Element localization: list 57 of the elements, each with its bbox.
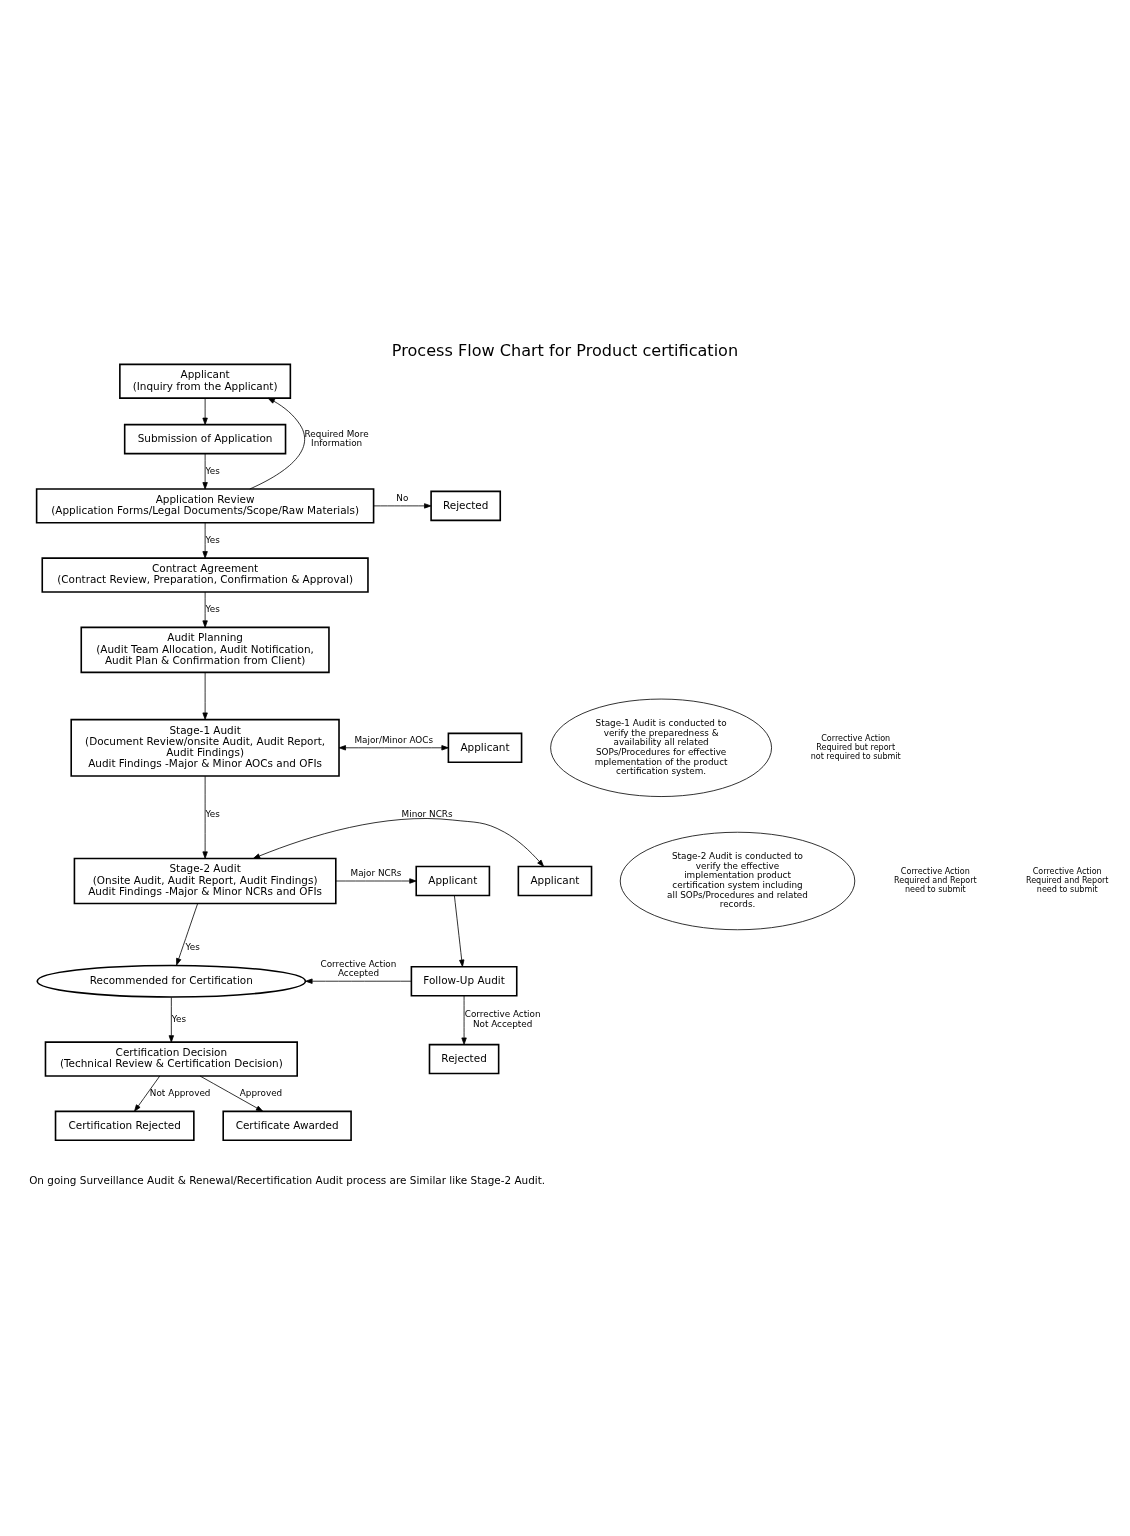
edge-label: Not Approved: [149, 1087, 211, 1098]
edge-label: Yes: [205, 465, 220, 476]
node-box: Contract Agreement (Contract Review, Preparation, Confirmation & Approval): [41, 557, 369, 593]
label: Corrective Action Required and Report need to submit: [894, 867, 977, 894]
arrow: [202, 672, 208, 720]
edge-label: Required More Information: [304, 428, 369, 449]
edge-label: Approved: [239, 1087, 283, 1098]
edge-label: Major NCRs: [350, 868, 402, 879]
arrow: [252, 818, 544, 867]
arrow: [338, 745, 449, 751]
label: Corrective Action Required and Report need to submit: [1025, 867, 1109, 894]
edge-label: Corrective Action Accepted: [320, 958, 397, 979]
node-box: Follow-Up Audit: [410, 965, 518, 997]
node-box: Audit Planning (Audit Team Allocation, Audit Notification, Audit Plan & Confirmation from Client): [80, 626, 330, 674]
node-box: Certification Decision (Technical Review & Certification Decision): [44, 1041, 298, 1077]
node-box: Applicant (Inquiry from the Applicant): [119, 363, 292, 399]
edge-label: Yes: [205, 534, 220, 545]
edge-label: Major/Minor AOCs: [354, 734, 433, 745]
edge-label: Yes: [185, 941, 200, 952]
caption: On going Surveillance Audit & Renewal/Recertification Audit process are Similar like Stage-2 Audit.: [29, 1174, 546, 1187]
node-box: Certificate Awarded: [222, 1110, 352, 1142]
diagram-title: Process Flow Chart for Product certification: [391, 341, 739, 361]
arrow: [373, 503, 432, 509]
arrow: [335, 878, 417, 884]
arrow: [199, 1075, 264, 1112]
edge-label: Yes: [205, 603, 220, 614]
edge-label: No: [396, 492, 409, 503]
node-box: Applicant: [415, 865, 491, 897]
node-box: Applicant: [447, 732, 523, 764]
node-ellipse: Stage-2 Audit is conducted to verify the effective implementation product certification system including all SOPs/Procedures and related records.: [619, 831, 856, 931]
arrow: [454, 895, 465, 967]
arrow: [202, 591, 208, 628]
node-box: Stage-1 Audit (Document Review/onsite Audit, Audit Report, Audit Findings) Audit Findings -Major & Minor AOCs and OFIs: [70, 718, 340, 777]
node-box: Certification Rejected: [54, 1110, 195, 1142]
arrow: [176, 903, 198, 966]
arrow: [202, 453, 208, 490]
node-box: Application Review (Application Forms/Legal Documents/Scope/Raw Materials): [35, 488, 375, 524]
arrow: [202, 775, 208, 859]
arrow: [305, 978, 412, 984]
arrow: [202, 522, 208, 559]
arrow: [134, 1075, 161, 1112]
node-ellipse: Stage-1 Audit is conducted to verify the preparedness & availability all related SOPs/Procedures for effective mplementation of the product certification system.: [550, 698, 772, 797]
edge-label: Minor NCRs: [401, 808, 453, 819]
node-ellipse: Recommended for Certification: [36, 964, 307, 998]
label: Corrective Action Required but report not required to submit: [810, 733, 901, 761]
edge-label: Yes: [171, 1013, 187, 1024]
edge-label: Yes: [205, 808, 220, 819]
node-box: Stage-2 Audit (Onsite Audit, Audit Report, Audit Findings) Audit Findings -Major & Minor NCRs and OFIs: [73, 857, 337, 905]
arrow: [168, 997, 174, 1043]
node-box: Submission of Application: [123, 423, 287, 455]
edge-label: Corrective Action Not Accepted: [464, 1009, 541, 1029]
arrow: [461, 995, 467, 1045]
node-box: Rejected: [430, 490, 502, 522]
arrow: [202, 397, 208, 425]
node-box: Applicant: [517, 865, 593, 897]
node-box: Rejected: [428, 1043, 500, 1075]
arrow: [249, 397, 306, 490]
